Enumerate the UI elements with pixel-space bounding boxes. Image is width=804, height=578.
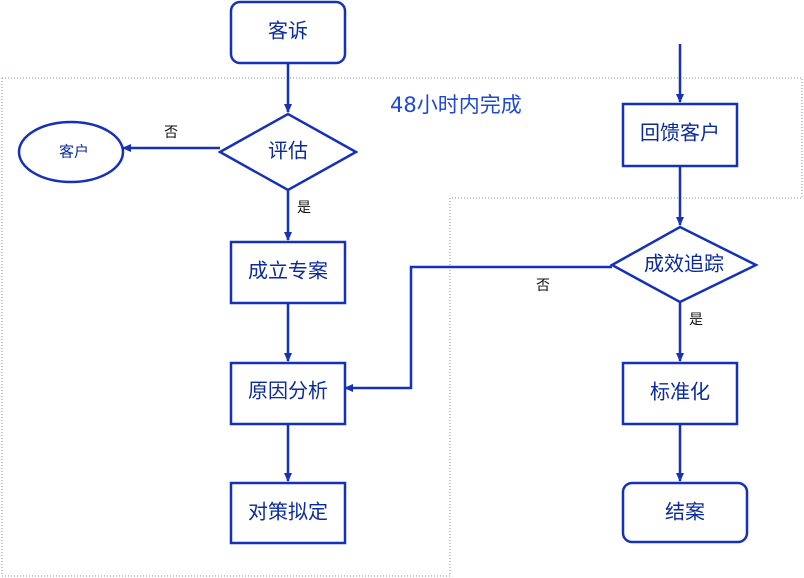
node-close-case: 结案: [621, 481, 749, 544]
node-root-cause: 原因分析: [229, 361, 347, 426]
edge-label-tracking-yes: 是: [689, 312, 703, 328]
node-close-case-label: 结案: [665, 500, 705, 524]
node-establish-case: 成立专案: [229, 240, 347, 305]
edge-label-evaluate-no: 否: [164, 125, 178, 141]
node-establish-case-label: 成立专案: [248, 259, 328, 283]
node-countermeasure-label: 对策拟定: [248, 500, 328, 524]
node-evaluate-label: 评估: [268, 139, 308, 163]
node-tracking-decision: 成效追踪: [609, 225, 759, 304]
node-standardize-label: 标准化: [650, 380, 710, 404]
node-customer-label: 客户: [59, 143, 89, 161]
node-complaint-label: 客诉: [268, 19, 308, 43]
edge-label-evaluate-yes: 是: [297, 200, 311, 216]
node-tracking-label: 成效追踪: [644, 252, 724, 276]
edge-label-tracking-no: 否: [536, 278, 550, 294]
node-standardize: 标准化: [621, 361, 739, 426]
node-customer: 客户: [17, 120, 125, 184]
node-evaluate-decision: 评估: [217, 112, 359, 192]
node-countermeasure: 对策拟定: [229, 481, 347, 545]
node-complaint: 客诉: [229, 0, 347, 65]
edge-tracking-to-rootcause: [344, 265, 612, 392]
node-feedback-customer-label: 回馈客户: [640, 121, 720, 145]
region-title: 48小时内完成: [390, 93, 522, 117]
region-48h-border: [1, 77, 803, 577]
node-feedback-customer: 回馈客户: [621, 102, 739, 168]
node-root-cause-label: 原因分析: [248, 379, 328, 403]
